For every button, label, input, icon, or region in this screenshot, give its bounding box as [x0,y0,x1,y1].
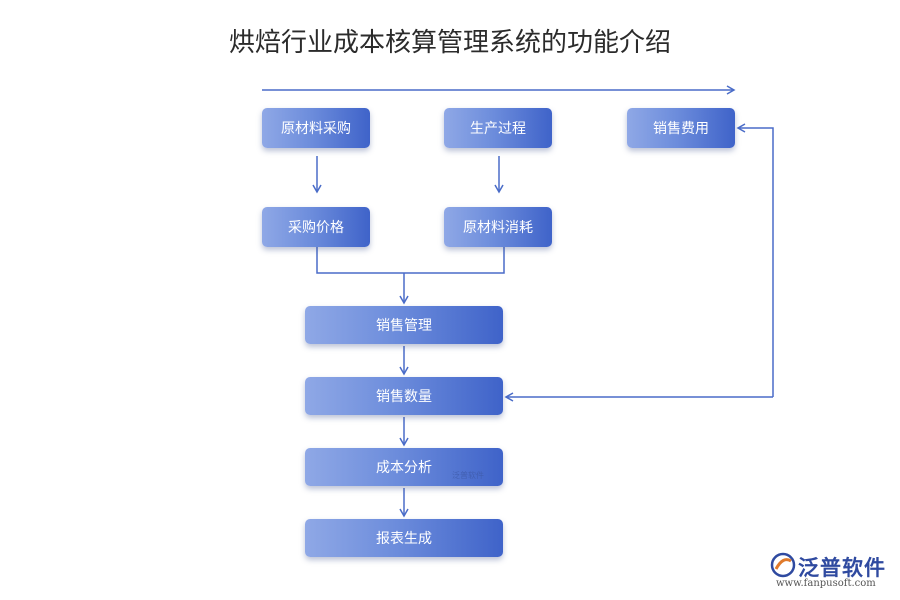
watermark-text: 泛普软件 [452,471,484,480]
logo-name: 泛普软件 [798,556,886,580]
node-sales-expense[interactable]: 销售费用 [627,108,735,148]
node-sales-management[interactable]: 销售管理 [305,306,503,344]
node-sales-quantity[interactable]: 销售数量 [305,377,503,415]
node-raw-material-purchase[interactable]: 原材料采购 [262,108,370,148]
node-cost-analysis[interactable]: 成本分析 [305,448,503,486]
node-production-process[interactable]: 生产过程 [444,108,552,148]
node-report-generation[interactable]: 报表生成 [305,519,503,557]
diagram-title: 烘焙行业成本核算管理系统的功能介绍 [228,28,671,58]
logo-url: www.fanpusoft.com [776,578,876,589]
node-raw-material-consumption[interactable]: 原材料消耗 [444,207,552,247]
merge-line [316,246,505,274]
node-purchase-price[interactable]: 采购价格 [262,207,370,247]
fanpu-logo-icon [770,552,796,578]
sales-expense-loop [736,123,774,397]
